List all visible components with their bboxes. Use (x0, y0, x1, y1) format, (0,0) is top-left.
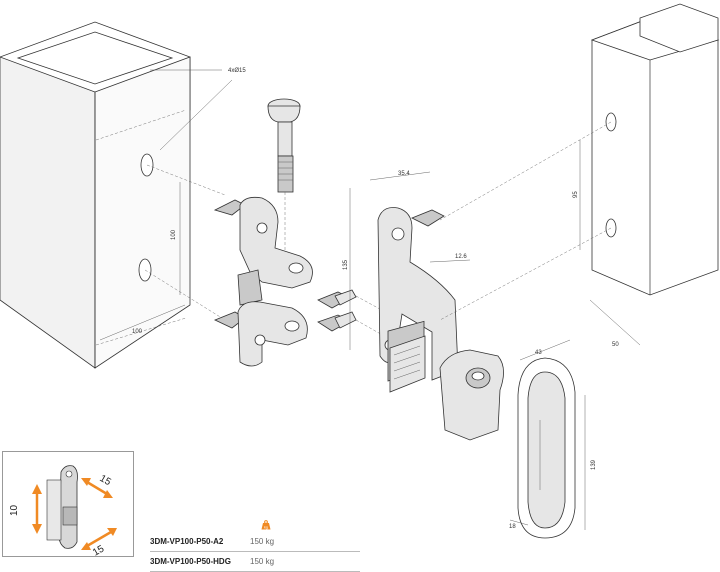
weight-icon: kg (261, 520, 271, 530)
dim-35-4: 35.4 (398, 171, 410, 177)
table-row: 3DM-VP100-P50-HDG 150 kg (150, 552, 360, 572)
dim-100-vertical: 100 (171, 229, 177, 240)
arrow-diagonal-bottom-icon (81, 528, 117, 550)
product-table: kg 3DM-VP100-P50-A2 150 kg 3DM-VP100-P50… (150, 518, 360, 572)
arrow-vertical-icon (32, 484, 42, 534)
dim-50: 50 (612, 342, 619, 348)
product-weight: 150 kg (250, 537, 275, 546)
dimension-lines (99, 79, 641, 530)
dim-18: 18 (509, 524, 516, 530)
dim-139: 139 (591, 459, 597, 470)
left-hinge-bracket (213, 196, 313, 367)
bolt (267, 98, 301, 260)
technical-drawing: 4xØ15 100 100 135 35.4 12.6 95 50 43 139… (0, 3, 720, 572)
table-row: 3DM-VP100-P50-A2 150 kg (150, 532, 360, 552)
inset-label-15-top: 15 (98, 473, 114, 488)
product-code: 3DM-VP100-P50-HDG (150, 557, 231, 566)
dim-43: 43 (535, 350, 542, 356)
dim-12-6: 12.6 (455, 254, 467, 260)
hinge-knuckle (439, 349, 504, 441)
left-post (0, 21, 226, 369)
product-weight: 150 kg (250, 557, 275, 566)
inset-label-10: 10 (9, 504, 20, 516)
inset-label-15-bottom: 15 (91, 543, 107, 556)
dim-135: 135 (343, 259, 349, 270)
adjustment-illustration: 10 15 15 (9, 465, 117, 559)
cover-cap (517, 357, 576, 539)
product-code: 3DM-VP100-P50-A2 (150, 537, 224, 546)
gate-plate (377, 207, 459, 393)
dim-holes: 4xØ15 (228, 68, 246, 74)
right-post (439, 3, 720, 321)
arrow-diagonal-top-icon (81, 478, 113, 498)
dim-100-horizontal: 100 (132, 329, 143, 335)
exploded-view: 4xØ15 100 100 135 35.4 12.6 95 50 43 139… (0, 3, 720, 539)
adjustment-inset: 10 15 15 (2, 451, 134, 559)
screws (317, 289, 401, 346)
weight-badge-label: kg (264, 526, 268, 530)
dim-95: 95 (573, 191, 579, 198)
